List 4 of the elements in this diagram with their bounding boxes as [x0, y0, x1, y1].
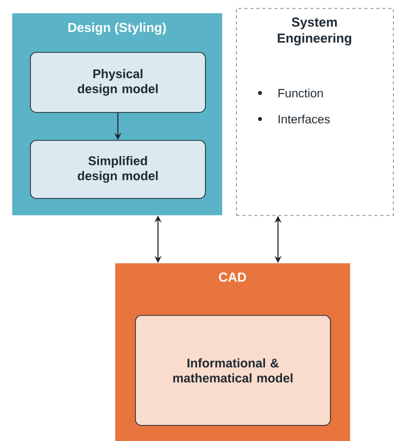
model-box: Physical design model	[30, 52, 206, 113]
model-box: Simplified design model	[30, 140, 206, 199]
dashed-panel: System Engineering Function Interfaces	[236, 8, 394, 216]
model-box: Informational & mathematical model	[135, 315, 331, 426]
